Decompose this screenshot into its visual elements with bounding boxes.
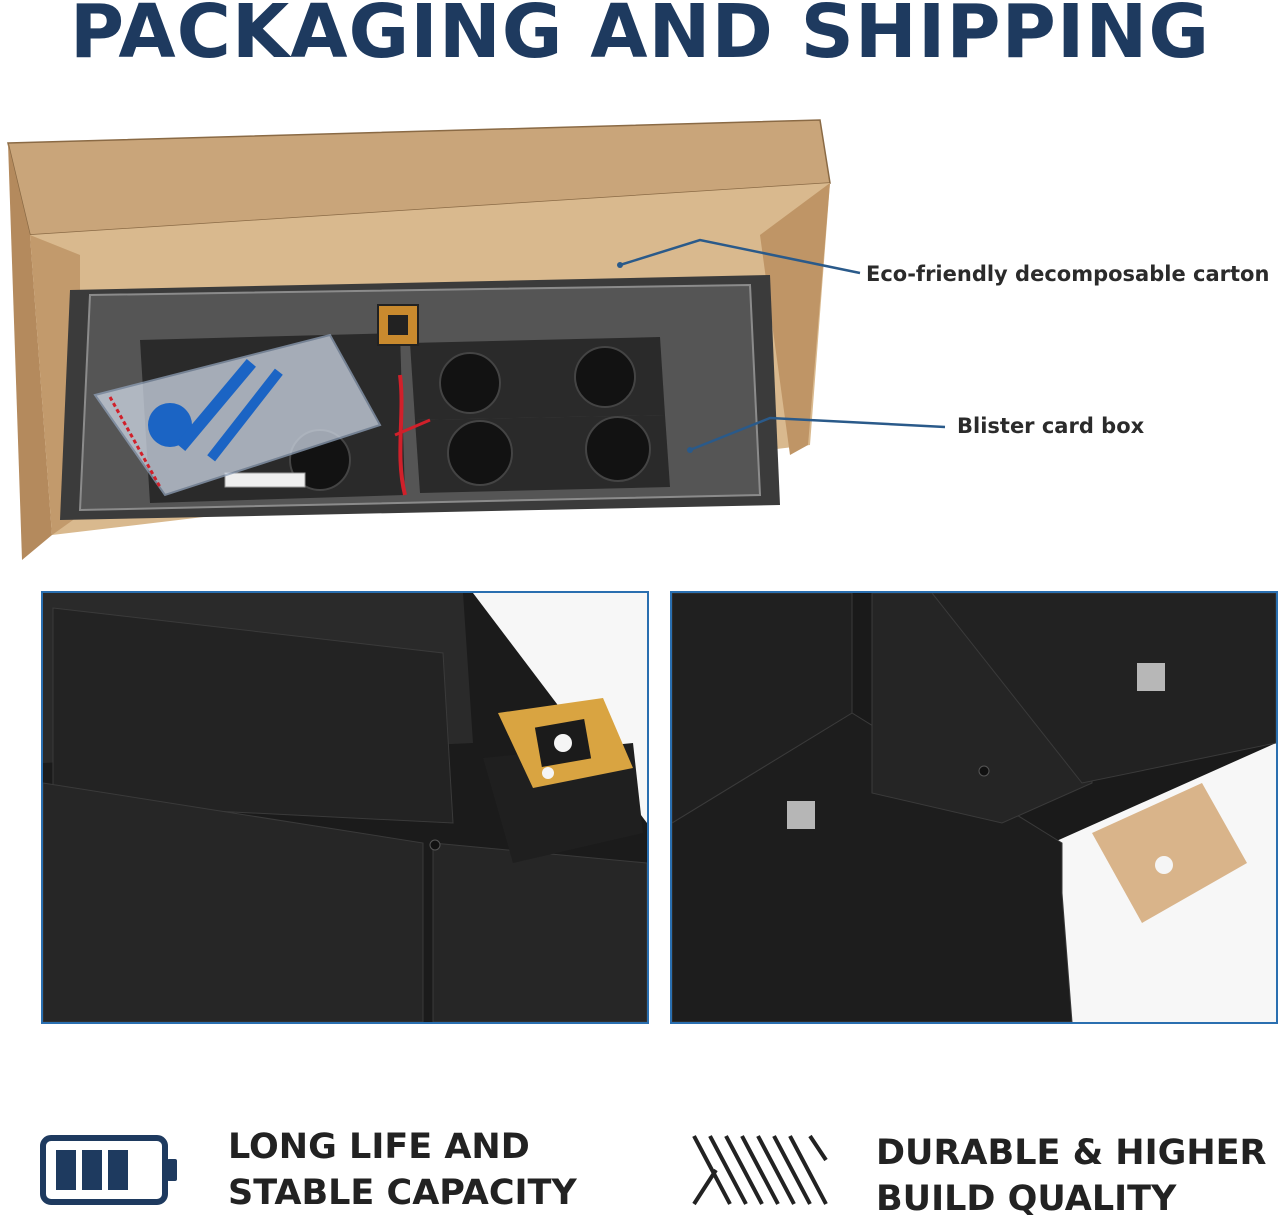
feature-durable-line2: BUILD QUALITY [876,1179,1177,1219]
battery-icon [40,1135,180,1205]
carton-photo: Eco-friendly decomposable carton Blister… [0,115,1280,575]
feature-long-life-line2: STABLE CAPACITY [228,1173,577,1213]
battery-front-closeup-panel [41,591,649,1024]
feature-durable-line1: DURABLE & HIGHER [876,1133,1267,1173]
twisted-cable-icon [690,1130,830,1210]
carton-callout-label: Eco-friendly decomposable carton [866,262,1270,286]
blister-callout-label: Blister card box [957,414,1145,438]
feature-long-life-line1: LONG LIFE AND [228,1127,530,1167]
battery-connector-closeup-panel [670,591,1278,1024]
page-title: PACKAGING AND SHIPPING [69,0,1211,75]
